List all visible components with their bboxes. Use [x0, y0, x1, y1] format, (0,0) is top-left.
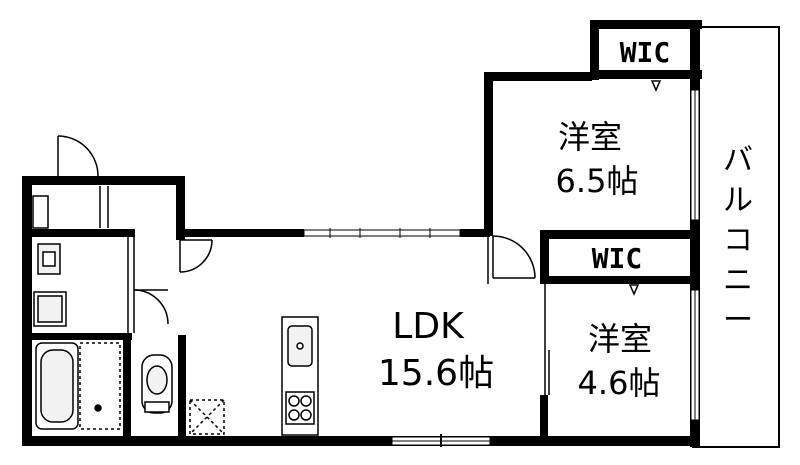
bedroom-large-name: 洋室 — [558, 118, 622, 156]
interior-lines — [32, 186, 546, 395]
labels: WIC WIC 洋室 6.5帖 LDK 15.6帖 洋室 4.6帖 — [378, 36, 670, 402]
shoe-cabinet — [32, 195, 49, 229]
wall-toilet-right — [178, 335, 186, 440]
wall-bedroom-small-left — [540, 395, 548, 443]
wic-lower-label: WIC — [592, 242, 643, 275]
wic-lower-door-marker — [628, 284, 640, 296]
ldk-name: LDK — [392, 306, 465, 347]
wash-door — [133, 289, 169, 325]
bath-floor — [79, 342, 121, 430]
bedroom-small-size: 4.6帖 — [578, 364, 661, 402]
fridge-space — [189, 399, 225, 435]
balcony-char-3: コ — [723, 223, 753, 258]
wall-entry-top — [22, 176, 180, 185]
fixtures — [33, 243, 319, 436]
ldk-size: 15.6帖 — [378, 353, 494, 394]
wall-wic-lower-left — [540, 230, 549, 282]
windows — [303, 89, 700, 447]
entrance-door — [57, 135, 99, 177]
wall-bottom — [22, 436, 700, 446]
wall-wic-lower-top — [540, 230, 695, 239]
balcony-char-4: ニ — [723, 263, 753, 298]
wall-entry-right — [176, 176, 185, 240]
wall-wic-lower-bottom — [540, 276, 695, 284]
wall-ldk-top-right — [460, 229, 490, 237]
wall-bath-top — [32, 333, 132, 340]
doors — [57, 80, 662, 395]
wall-wic-upper-bottom — [590, 70, 702, 79]
balcony: バ ル コ ニ ー — [692, 26, 780, 448]
wic-upper-label: WIC — [620, 36, 671, 69]
balcony-char-5: ー — [723, 303, 753, 338]
balcony-char-1: バ — [723, 143, 753, 178]
wall-wic-upper-top — [590, 20, 702, 29]
ldk-door — [179, 239, 213, 273]
wall-ldk-top-left — [176, 229, 304, 237]
balcony-char-2: ル — [723, 183, 753, 218]
bedroom-large-door — [492, 235, 536, 279]
wall-wic-upper-left — [590, 20, 599, 80]
wall-bedroom-large-left — [484, 72, 493, 236]
balcony-label: バ ル コ ニ ー — [723, 143, 753, 338]
wic-upper-door-marker — [650, 80, 662, 92]
bedroom-large-size: 6.5帖 — [556, 162, 639, 200]
wall-corridor — [32, 229, 135, 237]
window-ldk-top — [303, 229, 461, 237]
wall-bath-right — [123, 335, 131, 440]
wall-bedroom-large-top — [484, 72, 592, 81]
bedroom-small-name: 洋室 — [588, 320, 652, 358]
wall-left — [22, 176, 32, 444]
walls — [22, 20, 702, 447]
